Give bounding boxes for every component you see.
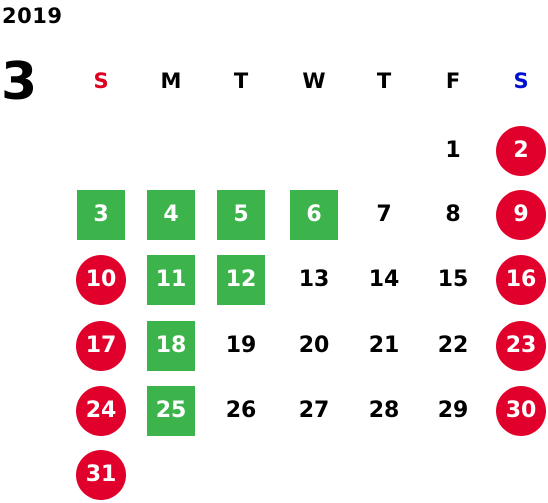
day-15[interactable]: 15 (437, 267, 469, 292)
day-28[interactable]: 28 (368, 398, 400, 423)
day-9[interactable]: 9 (496, 190, 546, 240)
day-31[interactable]: 31 (76, 450, 126, 500)
day-29[interactable]: 29 (437, 398, 469, 423)
day-17[interactable]: 17 (76, 321, 126, 371)
day-3[interactable]: 3 (77, 190, 125, 240)
year-label: 2019 (2, 4, 63, 28)
day-24[interactable]: 24 (76, 386, 126, 436)
day-23[interactable]: 23 (496, 321, 546, 371)
day-22[interactable]: 22 (437, 333, 469, 358)
weekday-mon: M (160, 69, 182, 93)
day-18[interactable]: 18 (147, 321, 195, 371)
weekday-tue: T (233, 69, 249, 93)
weekday-thu: T (376, 69, 392, 93)
day-21[interactable]: 21 (368, 333, 400, 358)
weekday-fri: F (445, 69, 461, 93)
day-25[interactable]: 25 (147, 386, 195, 436)
weekday-wed: W (302, 69, 326, 93)
day-8[interactable]: 8 (445, 202, 461, 227)
day-4[interactable]: 4 (147, 190, 195, 240)
day-19[interactable]: 19 (225, 333, 257, 358)
day-16[interactable]: 16 (496, 255, 546, 305)
weekday-sun: S (93, 69, 109, 93)
day-26[interactable]: 26 (225, 398, 257, 423)
day-20[interactable]: 20 (298, 333, 330, 358)
day-10[interactable]: 10 (76, 255, 126, 305)
day-2[interactable]: 2 (496, 126, 546, 176)
day-14[interactable]: 14 (368, 267, 400, 292)
day-13[interactable]: 13 (298, 267, 330, 292)
day-7[interactable]: 7 (376, 202, 392, 227)
weekday-sat: S (513, 69, 529, 93)
day-5[interactable]: 5 (217, 190, 265, 240)
day-12[interactable]: 12 (217, 255, 265, 305)
day-11[interactable]: 11 (147, 255, 195, 305)
month-number: 3 (1, 52, 38, 112)
day-27[interactable]: 27 (298, 398, 330, 423)
day-6[interactable]: 6 (290, 190, 338, 240)
day-1[interactable]: 1 (445, 138, 461, 163)
day-30[interactable]: 30 (496, 386, 546, 436)
